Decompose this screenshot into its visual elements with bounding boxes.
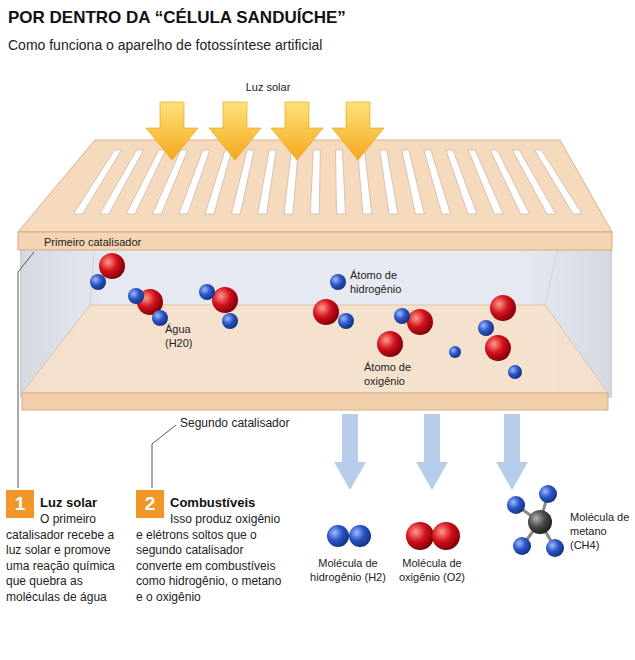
atoms bbox=[90, 253, 522, 379]
subtitle: Como funciona o aparelho de fotossíntese… bbox=[8, 36, 588, 54]
molecule-label: Molécula de metano (CH4) bbox=[570, 510, 630, 552]
hydrogen-atom bbox=[394, 308, 410, 324]
sunlight-label: Luz solar bbox=[228, 80, 308, 94]
hydrogen-atom bbox=[222, 313, 238, 329]
h2-molecule bbox=[327, 525, 371, 547]
oxygen-atom bbox=[212, 287, 238, 313]
fuel-arrow bbox=[334, 414, 366, 490]
oxygen-atom bbox=[485, 335, 511, 361]
hydrogen-atom bbox=[513, 537, 531, 555]
plate-label: Primeiro catalisador bbox=[44, 235, 264, 249]
atom-label: Átomo de hidrogênio bbox=[350, 268, 430, 296]
molecule-label: Molécula de oxigênio (O2) bbox=[392, 556, 472, 584]
o2-molecule bbox=[406, 522, 460, 550]
callout-text: O primeiro catalisador recebe a luz sola… bbox=[6, 512, 128, 605]
callout-box: 2 CombustíveisIsso produz oxigênio e elét… bbox=[136, 490, 286, 609]
molecule-label: Água (H20) bbox=[165, 322, 213, 350]
sun-arrow bbox=[271, 102, 323, 160]
carbon-atom bbox=[528, 510, 552, 534]
top-catalyst-plate bbox=[18, 140, 612, 232]
hydrogen-atom bbox=[90, 274, 106, 290]
plate-label: Segundo catalisador bbox=[180, 416, 350, 430]
sun-arrow bbox=[146, 102, 198, 160]
hydrogen-atom bbox=[478, 320, 494, 336]
fuel-arrow bbox=[416, 414, 448, 490]
hydrogen-atom bbox=[349, 525, 371, 547]
sunlight-arrows bbox=[146, 102, 384, 160]
callout-box: 1 Luz solarO primeiro catalisador recebe … bbox=[6, 490, 128, 609]
hydrogen-atom bbox=[338, 313, 354, 329]
oxygen-atom bbox=[377, 331, 403, 357]
callout-heading: Luz solar bbox=[40, 490, 128, 511]
oxygen-atom bbox=[407, 309, 433, 335]
glass-edge bbox=[611, 250, 612, 395]
top-plate-edge bbox=[18, 232, 612, 250]
leader-line bbox=[152, 425, 176, 488]
second-plate-edge bbox=[22, 393, 608, 410]
hydrogen-atom bbox=[327, 525, 349, 547]
fuel-arrow bbox=[496, 414, 528, 490]
oxygen-atom bbox=[313, 299, 339, 325]
fuel-arrows bbox=[334, 414, 528, 490]
ch4-molecule bbox=[507, 485, 564, 557]
hydrogen-atom bbox=[546, 539, 564, 557]
callout-heading: Combustíveis bbox=[170, 490, 286, 511]
glass-edge bbox=[21, 250, 22, 395]
callout-number: 1 bbox=[6, 490, 34, 518]
glass-box bbox=[20, 248, 612, 398]
hydrogen-atom bbox=[507, 496, 525, 514]
callout-text: Isso produz oxigênio e elétrons soltos q… bbox=[136, 512, 286, 605]
oxygen-atom bbox=[432, 522, 460, 550]
solar-grid bbox=[74, 150, 583, 214]
title: POR DENTRO DA “CÉLULA SANDUÍCHE” bbox=[8, 8, 346, 28]
sun-arrow bbox=[332, 102, 384, 160]
hydrogen-atom bbox=[330, 274, 346, 290]
hydrogen-atom bbox=[199, 284, 215, 300]
atom-label: Átomo de oxigênio bbox=[364, 360, 434, 388]
leader-line bbox=[18, 252, 34, 488]
oxygen-atom bbox=[406, 522, 434, 550]
hydrogen-atom bbox=[539, 485, 557, 503]
molecule-label: Molécula de hidrogênio (H2) bbox=[308, 556, 388, 584]
oxygen-atom bbox=[99, 253, 125, 279]
hydrogen-atom bbox=[449, 346, 461, 358]
hydrogen-atom bbox=[128, 288, 144, 304]
oxygen-atom bbox=[490, 295, 516, 321]
hydrogen-atom bbox=[508, 365, 522, 379]
sun-arrow bbox=[209, 102, 261, 160]
callout-number: 2 bbox=[136, 490, 164, 518]
